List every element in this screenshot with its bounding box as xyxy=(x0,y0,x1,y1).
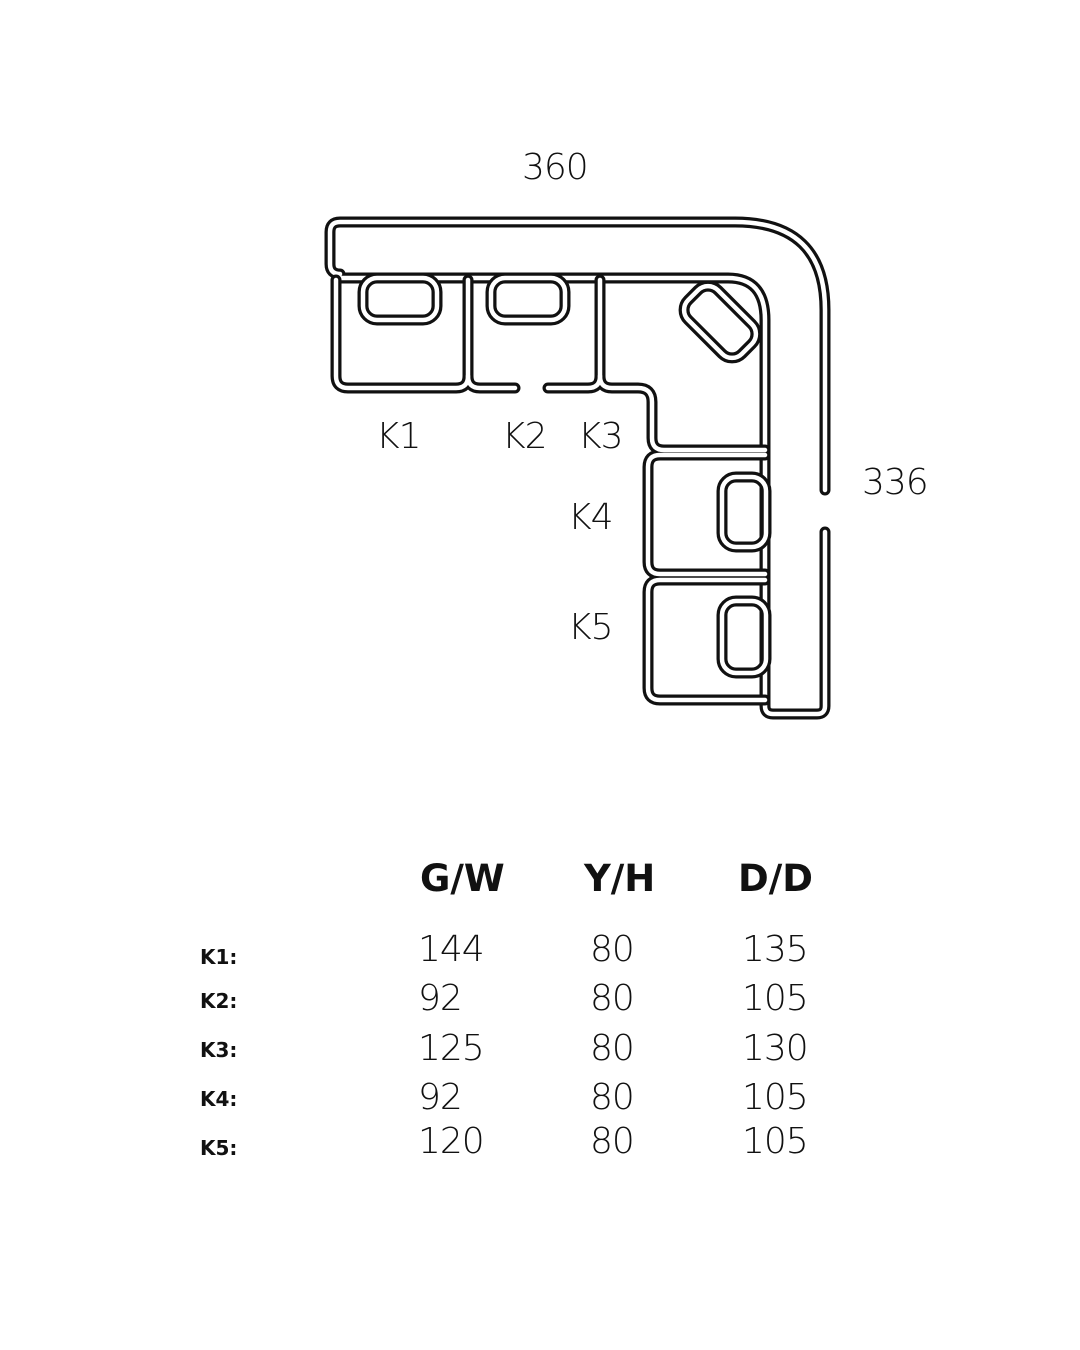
header-width: G/W xyxy=(420,857,505,900)
row-label: K3: xyxy=(200,1038,238,1062)
cell: 80 xyxy=(590,978,635,1019)
depth-dimension: 336 xyxy=(862,462,929,503)
seat-outlines xyxy=(330,274,771,706)
module-label-k1: K1 xyxy=(376,416,422,457)
module-label-k3: K3 xyxy=(578,416,624,457)
cell: 144 xyxy=(418,929,485,970)
cell: 130 xyxy=(742,1028,809,1069)
module-label-k5: K5 xyxy=(568,607,614,648)
cell: 92 xyxy=(418,978,463,1019)
row-label: K5: xyxy=(200,1136,238,1160)
module-label-k2: K2 xyxy=(502,416,548,457)
sofa-back-frame xyxy=(324,216,831,720)
cell: 105 xyxy=(742,978,809,1019)
cell: 125 xyxy=(418,1028,485,1069)
cell: 80 xyxy=(590,929,635,970)
row-label: K1: xyxy=(200,945,238,969)
row-label: K2: xyxy=(200,989,238,1013)
width-dimension: 360 xyxy=(522,147,589,188)
header-depth: D/D xyxy=(738,857,813,900)
module-label-k4: K4 xyxy=(568,497,614,538)
header-height: Y/H xyxy=(584,857,656,900)
cell: 80 xyxy=(590,1028,635,1069)
cell: 105 xyxy=(742,1077,809,1118)
cell: 80 xyxy=(590,1077,635,1118)
cell: 80 xyxy=(590,1121,635,1162)
cell: 105 xyxy=(742,1121,809,1162)
row-label: K4: xyxy=(200,1087,238,1111)
cushions xyxy=(357,272,772,679)
cell: 120 xyxy=(418,1121,485,1162)
cell: 135 xyxy=(742,929,809,970)
cell: 92 xyxy=(418,1077,463,1118)
